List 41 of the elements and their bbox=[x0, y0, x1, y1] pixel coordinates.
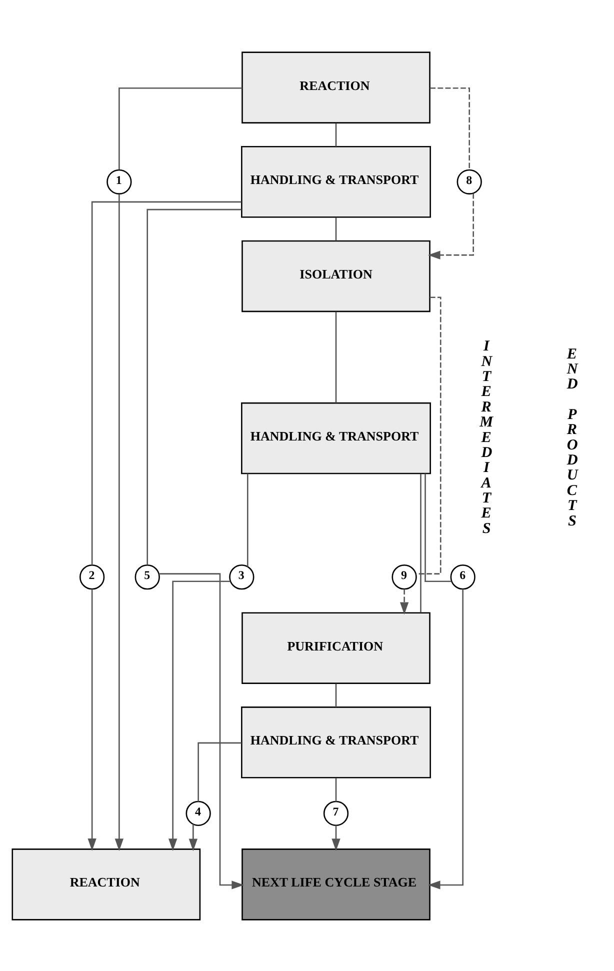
node-circle: 6 bbox=[450, 564, 476, 590]
node-box: HANDLING & TRANSPORT bbox=[241, 146, 431, 218]
node-circle: 1 bbox=[106, 168, 132, 194]
connector bbox=[335, 683, 337, 706]
node-box: HANDLING & TRANSPORT bbox=[241, 706, 431, 778]
connector bbox=[198, 742, 242, 801]
arrow bbox=[88, 588, 96, 850]
arrow bbox=[428, 588, 464, 889]
connector bbox=[430, 86, 470, 170]
node-circle: 4 bbox=[186, 800, 211, 826]
connector bbox=[246, 473, 248, 566]
connector bbox=[335, 777, 337, 801]
node-circle: 2 bbox=[80, 564, 105, 590]
arrow bbox=[114, 194, 124, 850]
label: END PRODUCTS bbox=[566, 344, 578, 529]
label: INTERMEDIATES bbox=[480, 337, 494, 536]
arrow bbox=[428, 192, 474, 259]
connector bbox=[118, 86, 242, 170]
connector bbox=[335, 122, 337, 146]
connector bbox=[335, 311, 337, 402]
node-box: HANDLING & TRANSPORT bbox=[241, 402, 431, 474]
node-circle: 8 bbox=[456, 168, 482, 194]
connector bbox=[424, 473, 452, 582]
connector bbox=[91, 200, 242, 565]
node-circle: 5 bbox=[134, 564, 160, 590]
node-circle: 7 bbox=[323, 800, 349, 826]
arrow bbox=[188, 824, 198, 851]
node-box: REACTION bbox=[12, 848, 201, 920]
connector bbox=[420, 473, 422, 612]
node-box: ISOLATION bbox=[242, 240, 430, 312]
arrow bbox=[168, 580, 230, 851]
connector bbox=[146, 208, 242, 564]
node-circle: 9 bbox=[392, 564, 417, 590]
node-box: PURIFICATION bbox=[242, 612, 430, 684]
connector bbox=[335, 217, 337, 240]
arrow bbox=[400, 588, 409, 614]
arrow bbox=[159, 572, 244, 889]
node-circle: 3 bbox=[229, 564, 254, 590]
node-box: NEXT LIFE CYCLE STAGE bbox=[242, 848, 430, 920]
node-box: REACTION bbox=[242, 51, 430, 123]
arrow bbox=[332, 824, 340, 850]
